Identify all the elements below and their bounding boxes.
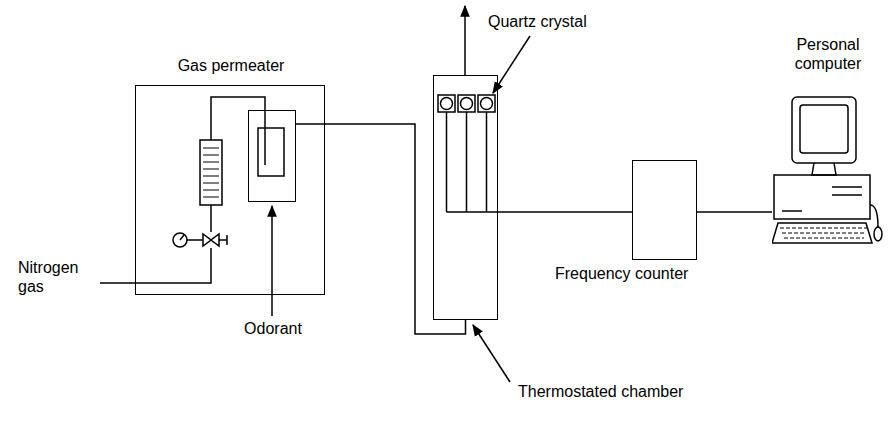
quartz-crystal	[478, 95, 495, 112]
monitor-stand	[812, 163, 836, 175]
pressure-gauge	[173, 233, 187, 247]
flowmeter-scale	[203, 148, 219, 197]
signal-cable	[697, 211, 772, 213]
node-label: Gas permeater	[136, 56, 326, 75]
valve-handle	[219, 235, 227, 245]
crystal-wire	[447, 112, 499, 212]
gauge-needle	[180, 235, 184, 240]
counter-box: Frequency counter	[632, 160, 697, 260]
monitor	[792, 97, 856, 163]
odorant-vessel: Odorant	[248, 110, 296, 202]
leader-arrow	[473, 325, 510, 382]
screen	[800, 105, 848, 153]
node-label: Odorant	[237, 319, 309, 338]
gas-label: Nitrogen gas	[18, 258, 98, 296]
crystal-electrode	[441, 98, 453, 110]
mouse-cable	[870, 205, 878, 227]
gauge-pipe	[187, 239, 203, 241]
quartz-crystal	[438, 95, 455, 112]
crystal-electrode	[461, 98, 473, 110]
keyboard-keys	[780, 228, 868, 238]
signal-cable	[498, 211, 632, 213]
gas-tube	[296, 124, 466, 334]
keyboard	[772, 223, 872, 243]
gas-line	[211, 97, 265, 165]
drive-slot	[782, 187, 862, 211]
system-unit	[774, 175, 870, 219]
crystal-electrode	[481, 98, 493, 110]
quartz-crystal	[458, 95, 475, 112]
node-label: Frequency counter	[555, 264, 755, 283]
computer: Personal computer	[772, 35, 884, 250]
flowmeter	[200, 140, 222, 205]
node-label: Thermostated chamber	[518, 382, 728, 401]
leader-arrow	[493, 36, 530, 93]
gas-line	[210, 205, 212, 232]
exhaust-arrow	[464, 6, 466, 75]
gas-line	[100, 248, 211, 283]
permeater-box: OdorantGas permeater	[135, 85, 325, 295]
permeation-tube	[258, 128, 284, 176]
node-label: Personal computer	[772, 35, 884, 73]
part-label: Quartz crystal	[488, 12, 638, 31]
chamber-box: Thermostated chamber	[433, 75, 498, 320]
leader-arrow	[271, 206, 273, 316]
valve-symbol	[203, 234, 219, 246]
mouse	[874, 227, 882, 241]
